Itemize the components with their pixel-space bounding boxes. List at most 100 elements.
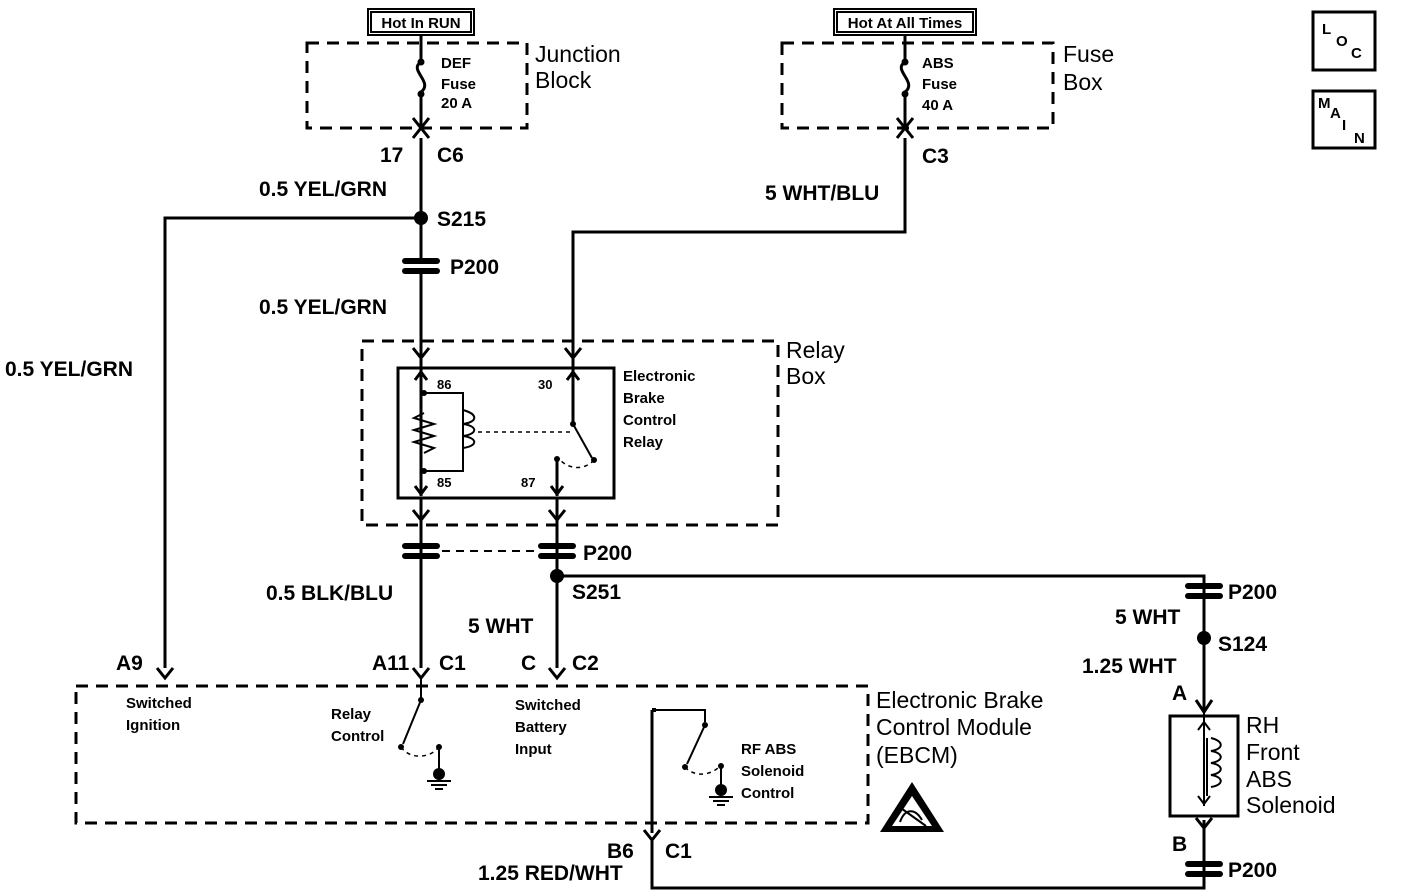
svg-text:0.5 YEL/GRN: 0.5 YEL/GRN (259, 178, 387, 201)
svg-text:O: O (1336, 33, 1348, 50)
p200-right: P200 (1185, 581, 1277, 604)
svg-text:0.5 YEL/GRN: 0.5 YEL/GRN (259, 296, 387, 319)
svg-text:S251: S251 (572, 581, 621, 604)
def-fuse-symbol (415, 60, 427, 94)
svg-text:Box: Box (786, 363, 826, 389)
svg-text:Block: Block (535, 67, 592, 93)
ebcm-module: Electronic Brake Control Module (EBCM) A… (74, 652, 1043, 863)
svg-text:87: 87 (521, 475, 535, 490)
svg-text:Front: Front (1246, 739, 1300, 765)
svg-text:Relay: Relay (623, 434, 664, 451)
wire-wht-blu (571, 138, 907, 360)
svg-text:17: 17 (380, 144, 403, 167)
svg-text:30: 30 (538, 377, 552, 392)
rf-abs-switch (686, 724, 706, 765)
svg-text:P200: P200 (1228, 859, 1277, 882)
svg-text:DEF: DEF (441, 55, 471, 72)
svg-text:C1: C1 (665, 840, 692, 863)
svg-text:Relay: Relay (331, 706, 372, 723)
wire-yel-grn-left (163, 216, 421, 668)
junction-block: DEF Fuse 20 A Junction Block 17 C6 (305, 35, 621, 167)
svg-text:RH: RH (1246, 712, 1279, 738)
svg-text:Switched: Switched (126, 695, 192, 712)
svg-text:85: 85 (437, 475, 451, 490)
svg-text:A: A (1330, 105, 1341, 122)
abs-fuse-symbol (899, 60, 911, 94)
svg-text:Input: Input (515, 741, 552, 758)
svg-text:C2: C2 (572, 652, 599, 675)
hot-in-run-label: Hot In RUN (367, 8, 475, 36)
svg-text:Brake: Brake (623, 390, 665, 407)
svg-text:S124: S124 (1218, 633, 1267, 656)
svg-text:Electronic: Electronic (623, 368, 696, 385)
svg-text:(EBCM): (EBCM) (876, 742, 958, 768)
svg-text:Fuse: Fuse (441, 76, 476, 93)
rh-front-abs-solenoid: RH Front ABS Solenoid B (1168, 699, 1336, 856)
svg-text:A: A (1172, 682, 1187, 705)
svg-text:Hot In RUN: Hot In RUN (381, 15, 460, 32)
svg-text:Battery: Battery (515, 719, 567, 736)
coil-icon (1210, 737, 1222, 788)
svg-text:1.25 RED/WHT: 1.25 RED/WHT (478, 862, 623, 885)
svg-text:Electronic Brake: Electronic Brake (876, 687, 1043, 713)
svg-text:B: B (1172, 833, 1187, 856)
svg-text:Hot At All Times: Hot At All Times (848, 15, 962, 32)
main-button[interactable]: M A I N (1311, 89, 1377, 150)
fuse-box: ABS Fuse 40 A Fuse Box C3 (780, 35, 1114, 168)
svg-text:C: C (1351, 45, 1362, 62)
svg-text:Fuse: Fuse (922, 76, 957, 93)
svg-text:Solenoid: Solenoid (741, 763, 804, 780)
svg-text:P200: P200 (583, 542, 632, 565)
wire-red-wht (650, 820, 1206, 890)
svg-text:RF ABS: RF ABS (741, 741, 796, 758)
svg-text:Control Module: Control Module (876, 714, 1032, 740)
resistor-symbol (410, 412, 438, 454)
svg-text:B6: B6 (607, 840, 634, 863)
relay-box: Relay Box Electronic Brake Control Relay… (360, 337, 845, 527)
svg-text:5 WHT/BLU: 5 WHT/BLU (765, 182, 879, 205)
coil-symbol (462, 409, 476, 449)
svg-text:C: C (521, 652, 536, 675)
hot-at-all-times-label: Hot At All Times (833, 8, 977, 36)
svg-text:Fuse: Fuse (1063, 41, 1114, 67)
svg-text:A9: A9 (116, 652, 143, 675)
svg-text:5 WHT: 5 WHT (1115, 606, 1181, 629)
svg-text:Relay: Relay (786, 337, 845, 363)
svg-text:Box: Box (1063, 69, 1103, 95)
svg-text:A11: A11 (372, 652, 410, 675)
svg-text:5 WHT: 5 WHT (468, 615, 534, 638)
p200-bottom: P200 (1185, 859, 1277, 882)
svg-text:ABS: ABS (922, 55, 954, 72)
relay-control-switch (402, 699, 422, 745)
loc-button[interactable]: L O C (1311, 10, 1377, 72)
svg-text:M: M (1318, 95, 1331, 112)
relay-switch-symbol (572, 423, 593, 459)
svg-text:ABS: ABS (1246, 766, 1292, 792)
svg-text:1.25 WHT: 1.25 WHT (1082, 655, 1177, 678)
p200-mid: P200 (402, 542, 632, 565)
svg-text:40 A: 40 A (922, 97, 953, 114)
svg-text:Control: Control (741, 785, 794, 802)
svg-text:Junction: Junction (535, 41, 621, 67)
svg-text:S215: S215 (437, 208, 486, 231)
svg-text:Ignition: Ignition (126, 717, 180, 734)
svg-text:C6: C6 (437, 144, 464, 167)
svg-text:C3: C3 (922, 145, 949, 168)
svg-text:86: 86 (437, 377, 451, 392)
svg-text:L: L (1322, 21, 1331, 38)
ebc-relay (396, 366, 616, 500)
wire-wht-right (557, 574, 1206, 712)
svg-text:Control: Control (623, 412, 676, 429)
svg-text:P200: P200 (450, 256, 499, 279)
p200-top: P200 (402, 256, 499, 279)
splice-s124 (1197, 631, 1211, 645)
svg-text:I: I (1342, 117, 1346, 134)
svg-text:P200: P200 (1228, 581, 1277, 604)
svg-text:N: N (1354, 130, 1365, 147)
svg-text:C1: C1 (439, 652, 466, 675)
svg-text:Switched: Switched (515, 697, 581, 714)
svg-text:0.5 BLK/BLU: 0.5 BLK/BLU (266, 582, 393, 605)
esd-warning-icon (880, 782, 944, 832)
svg-text:20 A: 20 A (441, 95, 472, 112)
svg-text:Solenoid: Solenoid (1246, 792, 1336, 818)
